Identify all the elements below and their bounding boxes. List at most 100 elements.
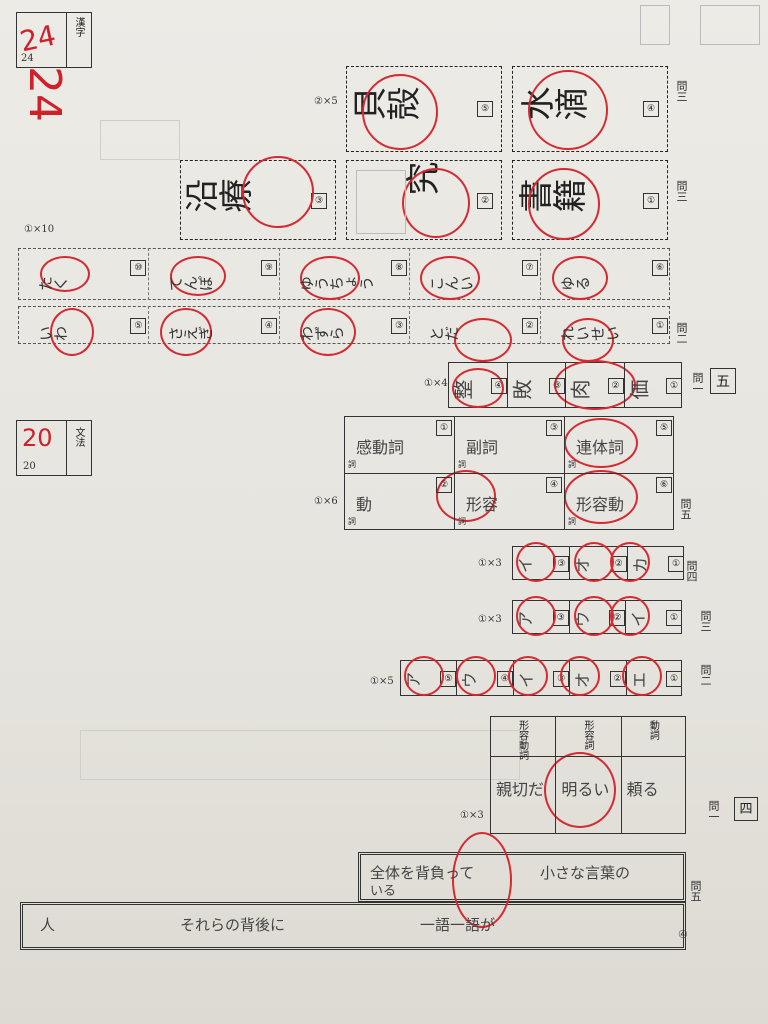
grammar-score-label: 文法: [73, 427, 84, 447]
pos-suffix: 詞: [568, 517, 576, 526]
reading-answer: ゆる: [559, 275, 590, 293]
bottom-sentence-bottom: [20, 902, 686, 950]
section-label-5: 五: [710, 368, 736, 394]
reading-index: ⑩: [130, 260, 147, 276]
adj-table-points: ①×3: [460, 810, 484, 821]
kanji-score-label: 漢字: [73, 17, 84, 37]
reading-divider: [148, 306, 150, 344]
adj-answer: 頼る: [626, 780, 659, 799]
reading-answer: こんい: [429, 275, 475, 293]
reading-answer: とだ: [429, 325, 460, 343]
reading-answer: てんぽ: [168, 275, 214, 293]
pos-answer: 形容動: [576, 495, 625, 514]
adj-answer: 親切だ: [496, 780, 545, 799]
red-check-circle: [456, 656, 496, 696]
red-check-circle: [516, 596, 556, 636]
g4-q3-points: ①×3: [478, 614, 502, 625]
reading-divider: [278, 248, 280, 300]
g5-q5-label: 問五: [679, 498, 692, 520]
g4q3-divider: [568, 600, 570, 634]
red-check-circle: [610, 596, 650, 636]
pos-row-divider: [344, 473, 674, 474]
red-check-circle: [560, 656, 600, 696]
pos-answer: 感動詞: [356, 438, 405, 457]
pos-answer: 動: [356, 495, 373, 514]
pos-index: ⑥: [656, 477, 672, 493]
pos-answer: 連体詞: [576, 438, 625, 457]
g4-q2-label: 問二: [699, 664, 712, 686]
reading-strip-top: [18, 248, 670, 300]
g5q1-index: ②: [607, 378, 624, 394]
red-check-circle: [564, 418, 638, 468]
adj-table: [490, 716, 686, 834]
kanji-index-5: ⑤: [477, 101, 493, 117]
adj-header: 動詞: [647, 720, 659, 740]
reading-divider: [148, 248, 150, 300]
reading-answer: さえぎ: [168, 325, 214, 343]
bottom-line: いる: [370, 884, 397, 899]
g5q1-divider: [623, 362, 625, 408]
red-check-circle: [622, 656, 662, 696]
pos-col-divider: [454, 416, 455, 530]
red-check-circle: [300, 256, 360, 300]
faint-box: [640, 5, 670, 45]
reading-answer: たく: [38, 275, 68, 293]
reading-divider: [539, 248, 541, 300]
reading-divider: [278, 306, 280, 344]
reading-answer: ゆうちょう: [298, 275, 374, 293]
g5q1-divider: [506, 362, 508, 408]
g4q4-index: ①: [668, 556, 684, 572]
faint-box: [700, 5, 760, 45]
bottom-q5-label: 問五: [689, 880, 702, 902]
red-check-circle: [160, 308, 212, 356]
red-check-circle: [452, 832, 512, 928]
red-check-circle: [402, 168, 470, 238]
reading-divider: [539, 306, 541, 344]
reading-answer: いわ: [38, 325, 68, 343]
pos-col-divider: [564, 416, 565, 530]
reading-index: ④: [260, 318, 277, 334]
kanji-row2-points: ①×10: [24, 224, 55, 235]
reading-index: ⑦: [521, 260, 538, 276]
g4q4-divider: [569, 546, 571, 580]
kanji-box-1: ① 書籍: [512, 160, 668, 240]
red-check-circle: [242, 156, 314, 228]
kanji-score-label-cell: 漢字: [66, 13, 91, 67]
faint-inner-box: [356, 170, 406, 234]
red-check-circle: [452, 368, 504, 408]
pos-index: ③: [546, 420, 562, 436]
red-check-circle: [552, 256, 608, 300]
pos-table-points: ①×6: [314, 496, 338, 507]
bottom-line: 小さな言葉の: [540, 864, 631, 882]
red-check-circle: [544, 752, 616, 828]
red-check-circle: [528, 70, 608, 150]
g5q1-answer: 整: [451, 379, 476, 400]
g4-q4-label: 問四: [685, 560, 698, 582]
g5q1-divider: [565, 362, 566, 408]
red-check-circle: [300, 308, 356, 356]
red-check-circle: [436, 470, 496, 522]
red-check-circle: [420, 256, 480, 300]
g5q1-index: ④: [490, 378, 507, 394]
reading-index: ⑥: [652, 260, 668, 276]
red-check-circle: [528, 168, 600, 240]
g4q3-index: ①: [666, 610, 682, 626]
grammar-score-value: 20: [22, 424, 53, 452]
red-check-circle: [40, 256, 90, 292]
bottom-line: 一語一語が: [420, 916, 496, 934]
kanji-index-4: ④: [643, 101, 659, 117]
adj-row-divider: [490, 756, 686, 757]
q3-sub-label: 問三: [675, 80, 688, 102]
g5q1-answer: 価: [627, 379, 651, 400]
pos-suffix: 詞: [458, 517, 466, 526]
faint-box: [100, 120, 180, 160]
g4-q4-points: ①×3: [478, 558, 502, 569]
kanji-index-2: ②: [477, 193, 493, 209]
g5q1-answer: 肉: [568, 379, 593, 400]
red-check-circle: [50, 308, 94, 356]
g4-q1-label: 問一: [707, 800, 720, 822]
g5q1-index: ③: [549, 378, 565, 394]
reading-index: ③: [391, 318, 408, 334]
kanji-score-box: 漢字 24: [16, 12, 92, 68]
